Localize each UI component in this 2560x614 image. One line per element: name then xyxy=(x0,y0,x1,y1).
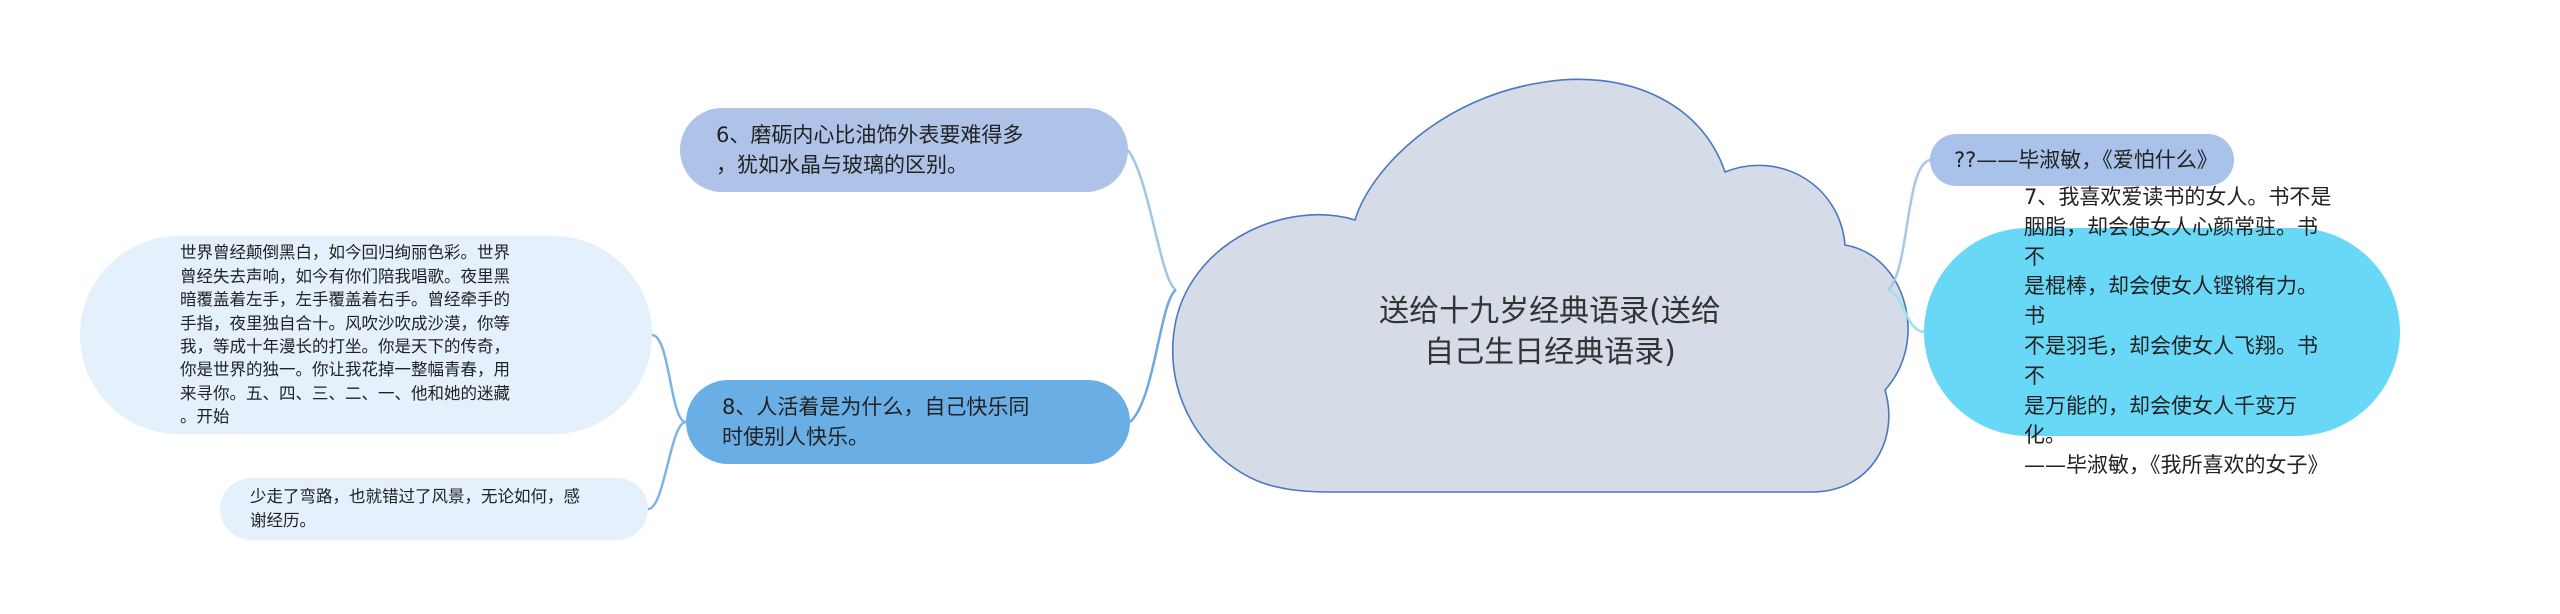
child-node-detour-text: 少走了弯路，也就错过了风景，无论如何，感 谢经历。 xyxy=(250,487,580,530)
child-node-world-poem[interactable]: 世界曾经颠倒黑白，如今回归绚丽色彩。世界 曾经失去声响，如今有你们陪我唱歌。夜里… xyxy=(80,236,652,434)
central-cloud-shape xyxy=(1171,78,1909,493)
topic-node-7[interactable]: 7、我喜欢爱读书的女人。书不是 胭脂，却会使女人心颜常驻。书不 是棍棒，却会使女… xyxy=(1924,185,2400,477)
link-node-8-to-child-2 xyxy=(647,420,687,511)
topic-node-bishumin-quote[interactable]: ??——毕淑敏，《爱怕什么》 xyxy=(1930,134,2234,186)
link-center-to-node-6 xyxy=(1126,149,1177,292)
link-center-to-node-8 xyxy=(1129,288,1177,423)
central-topic-title[interactable]: 送给十九岁经典语录(送给 自己生日经典语录) xyxy=(1379,294,1721,370)
link-center-to-node-7 xyxy=(1887,288,1925,334)
topic-node-6[interactable]: 6、磨砺内心比油饰外表要难得多 ，犹如水晶与玻璃的区别。 xyxy=(680,108,1128,192)
topic-node-8-text: 8、人活着是为什么，自己快乐同 时使别人快乐。 xyxy=(722,394,1030,449)
topic-node-7-text: 7、我喜欢爱读书的女人。书不是 胭脂，却会使女人心颜常驻。书不 是棍棒，却会使女… xyxy=(2024,184,2332,478)
child-node-detour[interactable]: 少走了弯路，也就错过了风景，无论如何，感 谢经历。 xyxy=(220,478,648,540)
child-node-world-poem-text: 世界曾经颠倒黑白，如今回归绚丽色彩。世界 曾经失去声响，如今有你们陪我唱歌。夜里… xyxy=(180,243,510,427)
topic-node-bishumin-quote-text: ??——毕淑敏，《爱怕什么》 xyxy=(1954,147,2218,172)
topic-node-6-text: 6、磨砺内心比油饰外表要难得多 ，犹如水晶与玻璃的区别。 xyxy=(716,122,1024,177)
topic-node-8[interactable]: 8、人活着是为什么，自己快乐同 时使别人快乐。 xyxy=(686,380,1130,464)
link-node-8-to-child-1 xyxy=(651,333,687,424)
link-center-to-node-q xyxy=(1887,158,1931,291)
